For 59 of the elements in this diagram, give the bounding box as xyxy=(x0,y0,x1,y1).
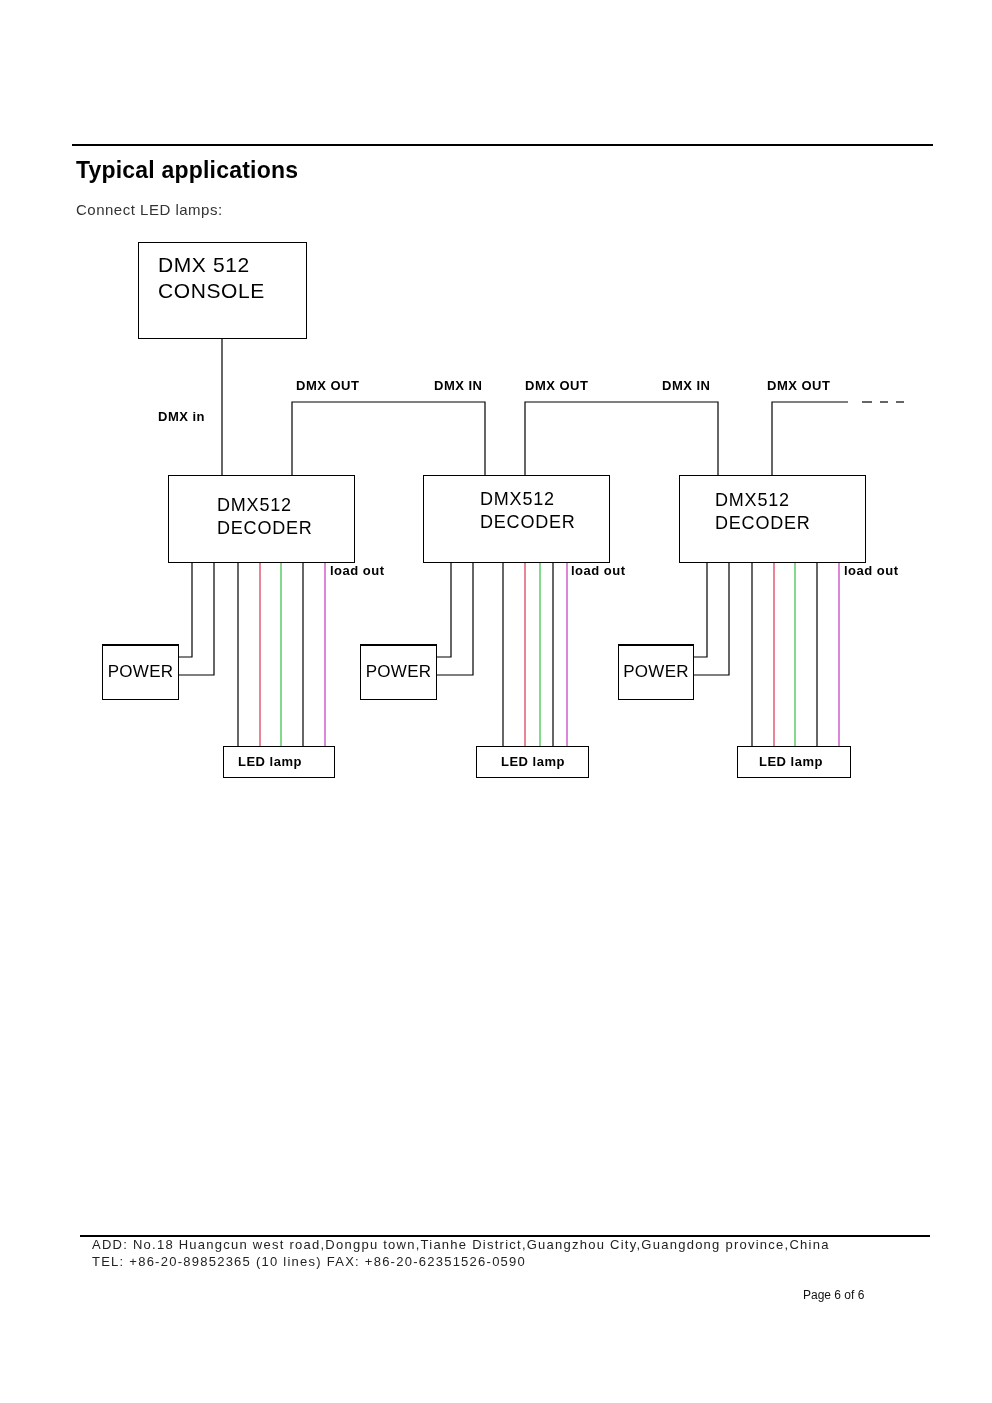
lamp-wire xyxy=(259,562,261,747)
page-number: Page 6 of 6 xyxy=(803,1289,865,1303)
lamp-wire xyxy=(539,562,541,747)
port-label: DMX OUT xyxy=(525,379,589,394)
lamp-wire xyxy=(838,562,840,747)
lamp-wire xyxy=(237,562,239,747)
decoder-box xyxy=(679,475,866,563)
led-lamp-box xyxy=(223,746,335,778)
port-label: DMX OUT xyxy=(767,379,831,394)
port-label: load out xyxy=(571,564,626,579)
lamp-wire xyxy=(502,562,504,747)
power-wire xyxy=(436,562,474,676)
power-supply-box xyxy=(618,644,694,700)
lamp-wire xyxy=(566,562,568,747)
power-label: POWER xyxy=(364,661,433,683)
power-wire xyxy=(436,562,452,658)
lamp-wire xyxy=(302,562,304,747)
lamp-wire xyxy=(816,562,818,747)
subtitle: Connect LED lamps: xyxy=(76,201,223,219)
dmx-cable xyxy=(771,401,849,476)
led-lamp-box xyxy=(476,746,589,778)
power-wire xyxy=(178,562,193,658)
port-label: DMX IN xyxy=(662,379,711,394)
lamp-wire xyxy=(794,562,796,747)
lamp-label: LED lamp xyxy=(759,753,824,770)
lamp-label: LED lamp xyxy=(501,753,566,770)
decoder-label: DMX512 DECODER xyxy=(480,488,577,534)
power-label: POWER xyxy=(622,661,690,683)
footer-phone: TEL: +86-20-89852365 (10 lines) FAX: +86-20-62351526-0590 xyxy=(92,1255,527,1270)
footer-address: ADD: No.18 Huangcun west road,Dongpu town,Tianhe District,Guangzhou City,Guangdong province,China xyxy=(92,1238,830,1253)
lamp-label: LED lamp xyxy=(238,753,303,770)
dmx-cable xyxy=(524,401,719,476)
dmx-cable xyxy=(221,338,223,476)
decoder-box xyxy=(423,475,610,563)
power-wire xyxy=(178,562,215,676)
lamp-wire xyxy=(524,562,526,747)
console-box xyxy=(138,242,307,339)
lamp-wire xyxy=(552,562,554,747)
lamp-wire xyxy=(751,562,753,747)
power-label: POWER xyxy=(106,661,175,683)
dmx-cable xyxy=(291,401,486,476)
lamp-wire xyxy=(773,562,775,747)
lamp-wire xyxy=(324,562,326,747)
page-title: Typical applications xyxy=(76,157,299,184)
port-label: DMX OUT xyxy=(296,379,360,394)
led-lamp-box xyxy=(737,746,851,778)
decoder-box xyxy=(168,475,355,563)
port-label: load out xyxy=(330,564,385,579)
power-wire xyxy=(693,562,708,658)
lamp-wire xyxy=(280,562,282,747)
port-label: load out xyxy=(844,564,899,579)
power-supply-box xyxy=(360,644,437,700)
decoder-label: DMX512 DECODER xyxy=(217,494,314,540)
port-label: DMX in xyxy=(158,410,206,425)
power-wire xyxy=(693,562,730,676)
port-label: DMX IN xyxy=(434,379,483,394)
power-supply-box xyxy=(102,644,179,700)
decoder-label: DMX512 DECODER xyxy=(715,489,812,535)
console-label: DMX 512 CONSOLE xyxy=(158,252,266,304)
